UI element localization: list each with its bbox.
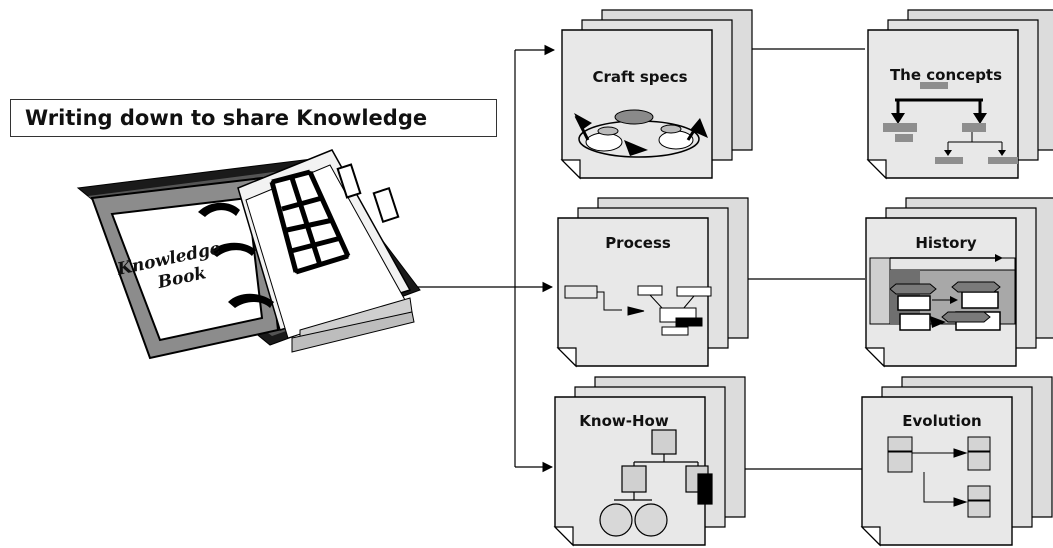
document-the-concepts: The concepts [867,9,1053,179]
document-label-know-how: Know-How [579,412,669,430]
know-how-tree-icon [599,429,713,537]
document-label-the-concepts: The concepts [890,66,1002,84]
connectors [410,44,865,473]
history-timeline-icon [869,254,1016,331]
document-history: History [865,197,1053,367]
process-flow-icon [564,285,712,336]
craft-specs-diagram-icon [574,109,708,158]
document-label-history: History [915,234,976,252]
document-craft-specs: Craft specs [561,9,753,179]
document-label-process: Process [605,234,671,252]
diagram-title: Writing down to share Knowledge [10,99,497,137]
concepts-tree-icon [883,82,1018,164]
document-label-evolution: Evolution [902,412,981,430]
evolution-flow-icon [887,436,991,518]
document-know-how: Know-How [554,376,746,546]
document-label-craft-specs: Craft specs [592,68,687,86]
document-evolution: Evolution [861,376,1053,546]
knowledge-book-icon: Knowledge Book [76,149,421,360]
document-process: Process [557,197,749,367]
